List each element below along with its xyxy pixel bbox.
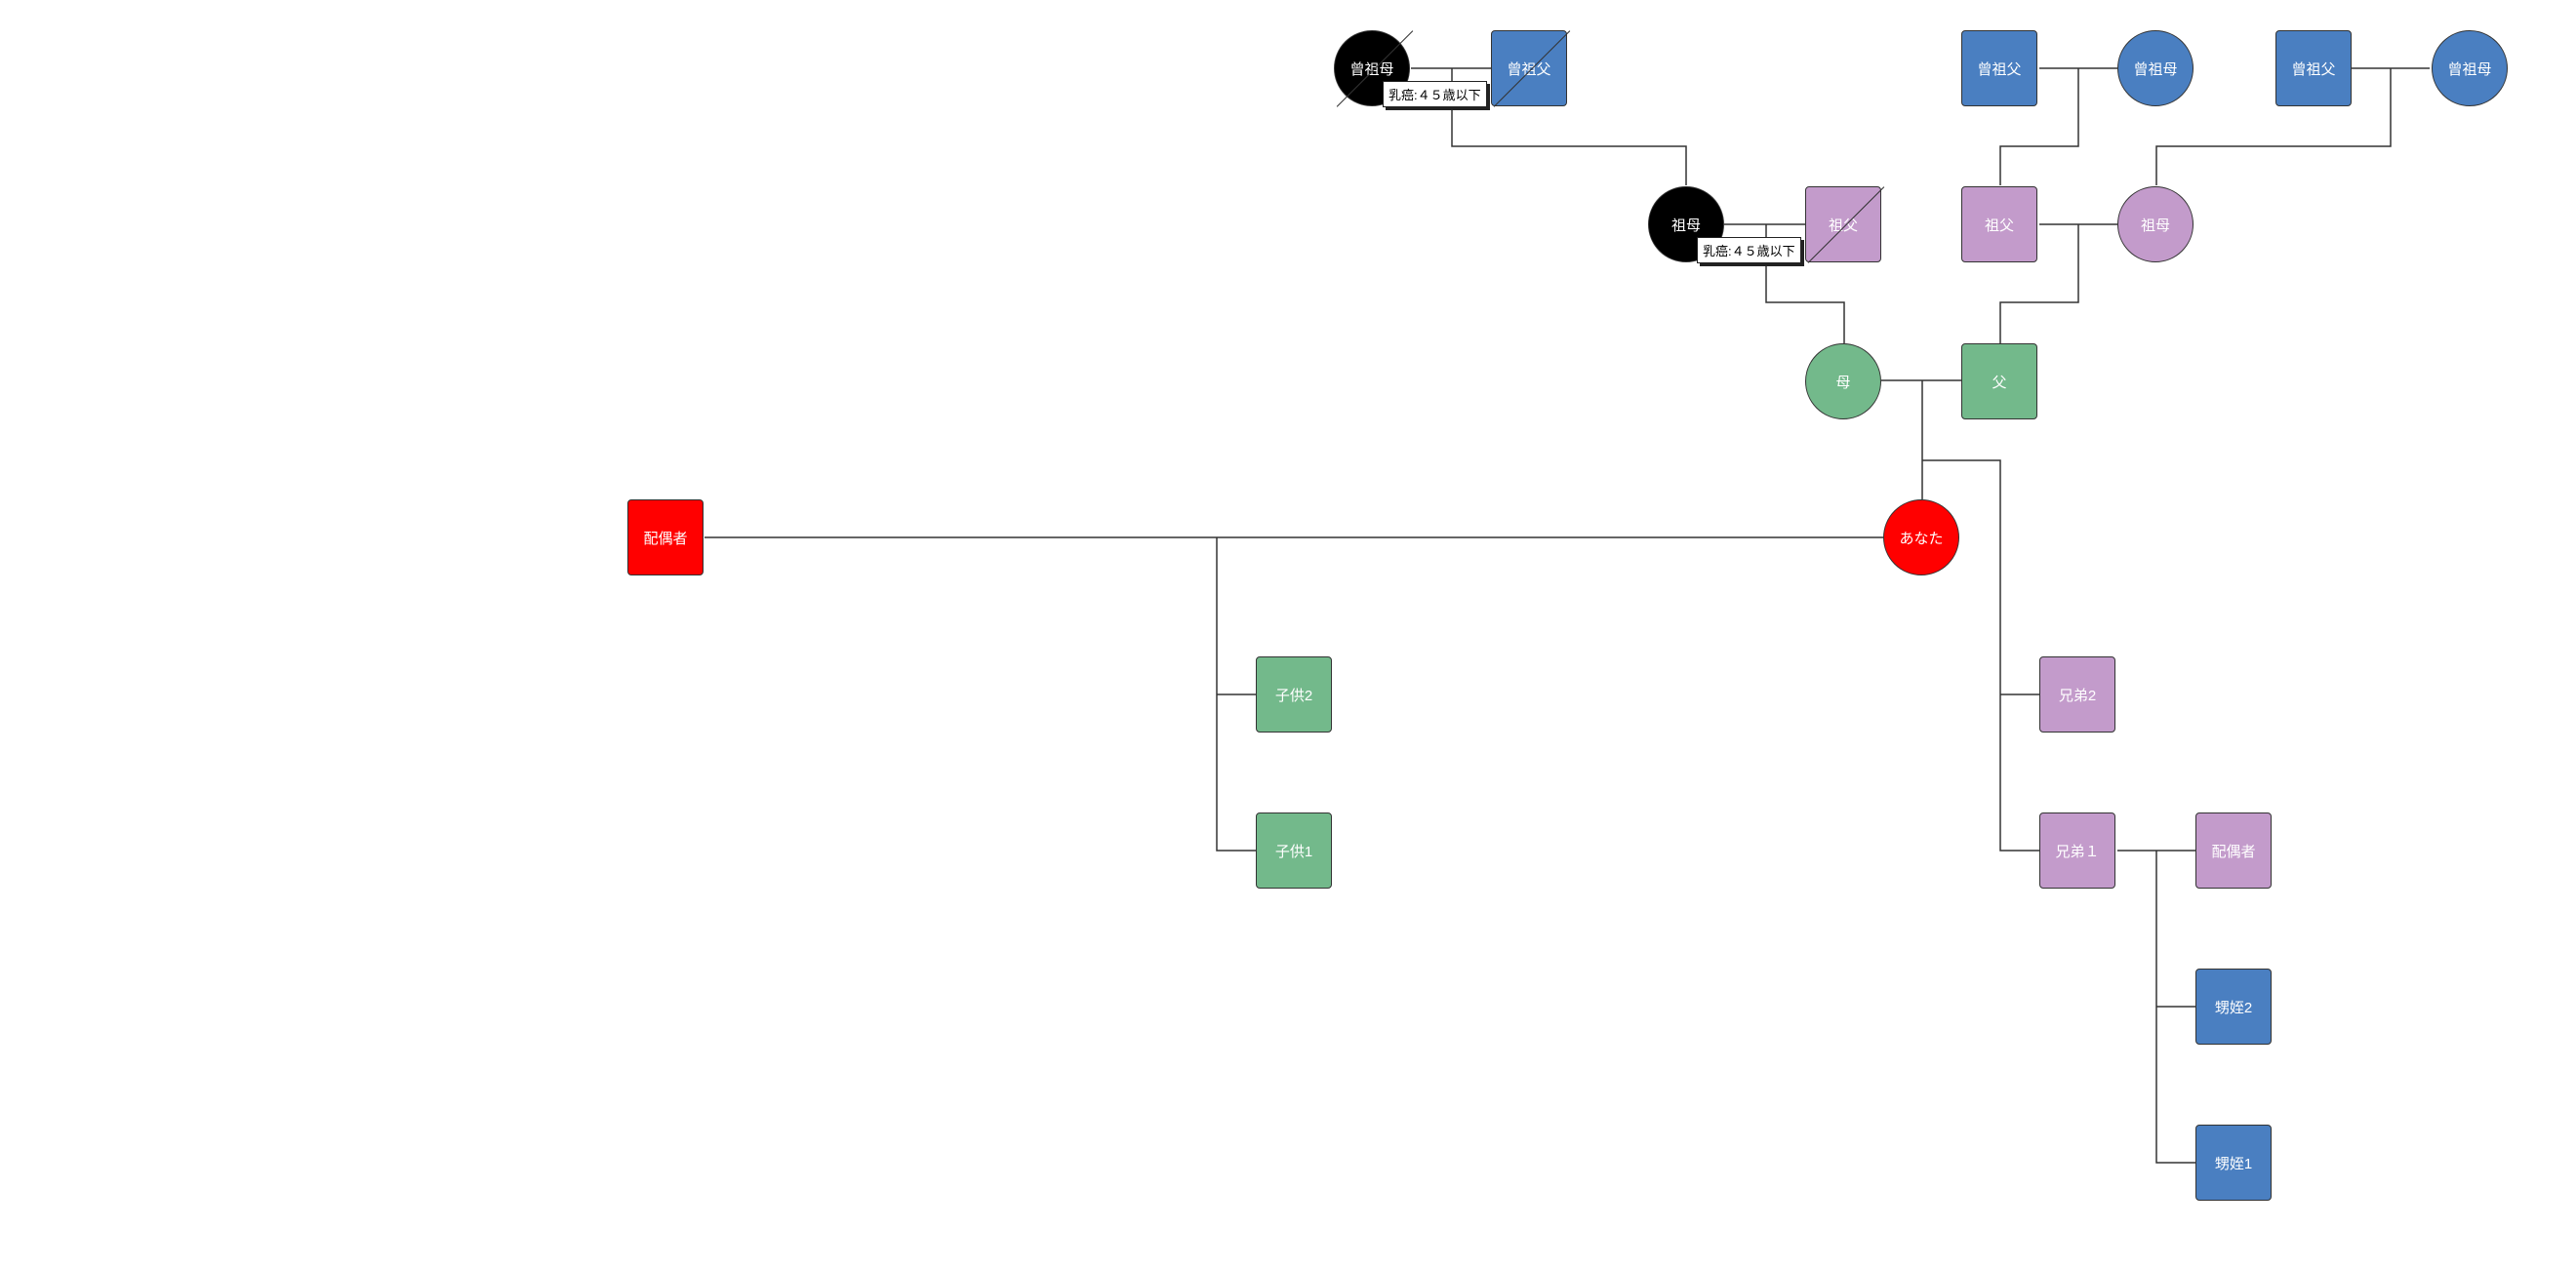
sibling-1-spouse[interactable]: 配偶者: [2195, 812, 2272, 889]
father-label: 父: [1992, 374, 2007, 391]
annotation-grandmother-1: 乳癌:４５歳以下: [1697, 237, 1801, 263]
great-grandmother-3[interactable]: 曾祖母: [2432, 30, 2508, 106]
sibling-2[interactable]: 兄弟2: [2039, 656, 2115, 733]
great-grandmother-2[interactable]: 曾祖母: [2117, 30, 2194, 106]
great-grandfather-1[interactable]: 曾祖父: [1491, 30, 1567, 106]
child-1[interactable]: 子供1: [1256, 812, 1332, 889]
great-grandmother-3-label: 曾祖母: [2447, 60, 2492, 78]
spouse-label: 配偶者: [643, 530, 688, 547]
nephew-niece-2[interactable]: 甥姪2: [2195, 969, 2272, 1045]
father[interactable]: 父: [1961, 343, 2037, 419]
great-grandfather-1-label: 曾祖父: [1507, 60, 1551, 78]
great-grandmother-1-label: 曾祖母: [1349, 60, 1394, 78]
sibling-2-label: 兄弟2: [2058, 687, 2097, 704]
self-label: あなた: [1899, 530, 1944, 547]
sibling-1-label: 兄弟１: [2055, 843, 2100, 860]
grandmother-2[interactable]: 祖母: [2117, 186, 2194, 262]
grandfather-2-label: 祖父: [1984, 217, 2014, 234]
nephew-niece-2-label: 甥姪2: [2214, 999, 2253, 1016]
nephew-niece-1[interactable]: 甥姪1: [2195, 1125, 2272, 1201]
mother[interactable]: 母: [1805, 343, 1881, 419]
grandfather-2[interactable]: 祖父: [1961, 186, 2037, 262]
child-2[interactable]: 子供2: [1256, 656, 1332, 733]
self[interactable]: あなた: [1883, 499, 1959, 575]
grandfather-1[interactable]: 祖父: [1805, 186, 1881, 262]
great-grandfather-2[interactable]: 曾祖父: [1961, 30, 2037, 106]
spouse[interactable]: 配偶者: [627, 499, 704, 575]
great-grandfather-2-label: 曾祖父: [1977, 60, 2022, 78]
child-2-label: 子供2: [1274, 687, 1313, 704]
great-grandfather-3-label: 曾祖父: [2291, 60, 2336, 78]
sibling-1[interactable]: 兄弟１: [2039, 812, 2115, 889]
great-grandfather-3[interactable]: 曾祖父: [2275, 30, 2352, 106]
annotation-great-grandmother-1: 乳癌:４５歳以下: [1383, 81, 1487, 107]
child-1-label: 子供1: [1274, 843, 1313, 860]
mother-label: 母: [1835, 374, 1851, 391]
nephew-niece-1-label: 甥姪1: [2214, 1155, 2253, 1172]
sibling-1-spouse-label: 配偶者: [2211, 843, 2256, 860]
grandmother-2-label: 祖母: [2140, 217, 2170, 234]
grandfather-1-label: 祖父: [1828, 217, 1858, 234]
great-grandmother-2-label: 曾祖母: [2133, 60, 2178, 78]
grandmother-1-label: 祖母: [1670, 217, 1701, 234]
